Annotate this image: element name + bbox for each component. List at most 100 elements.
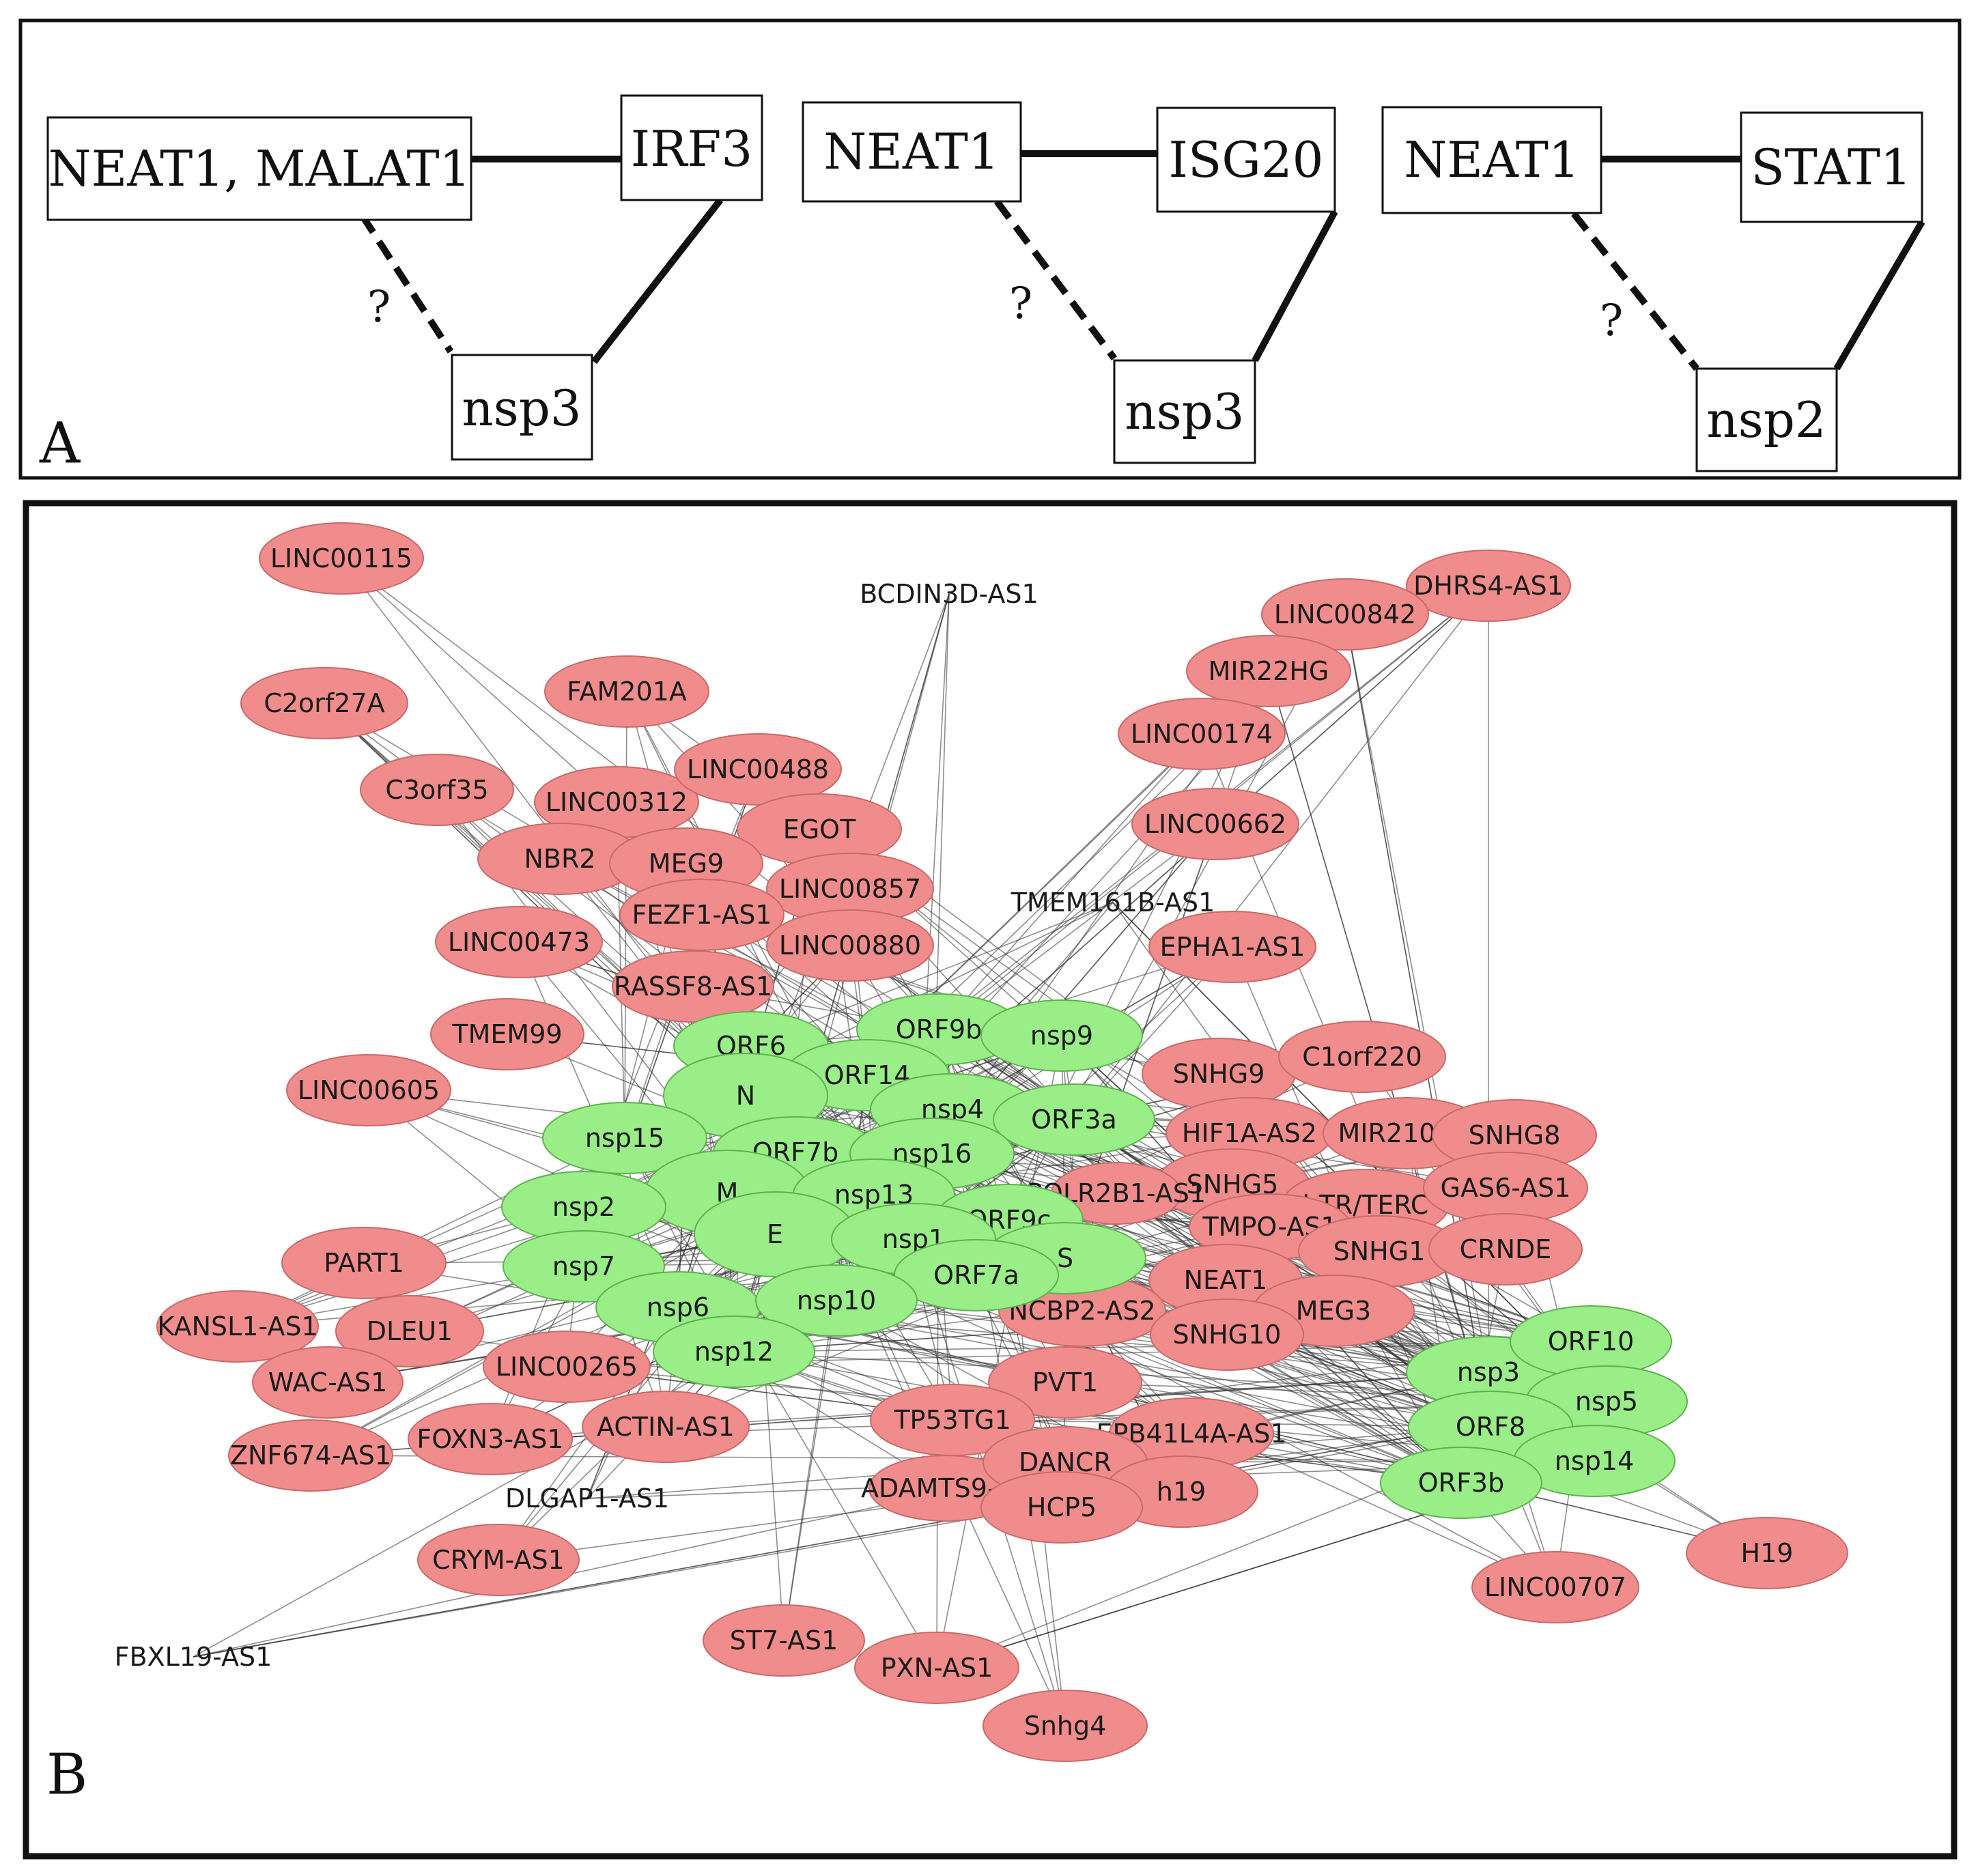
- node-label-snhg1: SNHG1: [1333, 1236, 1426, 1266]
- node-label-egot: EGOT: [783, 814, 856, 844]
- node-label-orf3b: ORF3b: [1418, 1468, 1504, 1498]
- node-shape-foxn3-as1: [408, 1403, 573, 1475]
- node-shape-linc00265: [483, 1331, 651, 1403]
- node-linc00473: LINC00473: [435, 906, 603, 978]
- node-orf7a: ORF7a: [894, 1239, 1059, 1311]
- node-shape-znf674-as1: [228, 1419, 393, 1492]
- node-crym-as1: CRYM-AS1: [417, 1524, 580, 1596]
- node-shape-rassf8-as1: [612, 950, 774, 1023]
- edge-linc00842-orf8: [1344, 614, 1491, 1427]
- lnc-label-3: NEAT1: [1404, 131, 1579, 188]
- node-h19: h19: [1104, 1455, 1258, 1528]
- node-shape-snhg10: [1150, 1298, 1304, 1371]
- node-shape-h19: [1686, 1517, 1848, 1589]
- node-label-hcp5: HCP5: [1027, 1492, 1097, 1522]
- node-shape-st7-as1: [703, 1604, 865, 1677]
- node-shape-actin-as1: [582, 1391, 750, 1463]
- node-label-actin-as1: ACTIN-AS1: [597, 1412, 735, 1442]
- node-label-snhg10: SNHG10: [1173, 1320, 1282, 1350]
- node-label-nsp9: nsp9: [1030, 1021, 1093, 1051]
- edge-fbxl19-as1-nsp3: [193, 1372, 1489, 1658]
- node-shape-crnde: [1428, 1213, 1583, 1285]
- node-shape-linc00115: [259, 522, 424, 595]
- node-shape-pvt1: [988, 1346, 1142, 1419]
- panel-a: NEAT1, MALAT1 IRF3 nsp3 ? NEAT1 ISG20 ns…: [39, 94, 1925, 477]
- question-mark-2: ?: [1009, 279, 1032, 329]
- node-label-mir22hg: MIR22HG: [1209, 656, 1329, 686]
- node-linc00488: LINC00488: [674, 733, 842, 806]
- node-label-part1: PART1: [324, 1248, 404, 1278]
- viral-label-1: nsp3: [462, 380, 581, 437]
- node-shape-linc00473: [435, 906, 603, 978]
- edge-linc00174-orf9b: [938, 733, 1202, 1030]
- gene-label-2: ISG20: [1169, 131, 1324, 188]
- node-label-tp53tg1: TP53TG1: [893, 1405, 1011, 1435]
- node-label-h19: H19: [1741, 1538, 1794, 1568]
- node-label-e: E: [767, 1219, 783, 1249]
- node-linc00605: LINC00605: [286, 1054, 451, 1126]
- node-label-s: S: [1057, 1243, 1073, 1273]
- node-pvt1: PVT1: [988, 1346, 1142, 1419]
- node-shape-fam201a: [544, 655, 709, 728]
- node-mir22hg: MIR22HG: [1186, 635, 1351, 707]
- node-c3orf35: C3orf35: [360, 754, 514, 826]
- node-shape-dleu1: [335, 1295, 484, 1367]
- node-shape-linc00707: [1471, 1551, 1639, 1623]
- node-orf3a: ORF3a: [993, 1083, 1155, 1156]
- edge-fbxl19-as1-nsp5: [193, 1401, 1607, 1658]
- node-nsp10: nsp10: [755, 1264, 918, 1337]
- lnc-box-1: [46, 116, 472, 221]
- lnc-label-1: NEAT1, MALAT1: [48, 140, 471, 197]
- node-shape-nsp15: [542, 1102, 707, 1174]
- node-label-linc00605: LINC00605: [298, 1075, 440, 1105]
- node-nsp12: nsp12: [653, 1316, 815, 1388]
- lnc-label-2: NEAT1: [823, 123, 999, 180]
- node-label-nsp7: nsp7: [552, 1251, 615, 1281]
- node-linc00662: LINC00662: [1131, 788, 1299, 860]
- node-shape-snhg4: [983, 1690, 1148, 1762]
- edge-kansl1-as1-nsp15: [237, 1137, 625, 1327]
- node-linc00312: LINC00312: [534, 766, 699, 838]
- node-label-orf7a: ORF7a: [933, 1260, 1019, 1290]
- panel-b-label: B: [46, 1743, 87, 1808]
- node-label-meg9: MEG9: [649, 849, 724, 879]
- node-label-snhg8: SNHG8: [1469, 1120, 1561, 1150]
- gene-label-3: STAT1: [1751, 139, 1911, 196]
- viral-box-3: [1695, 367, 1838, 472]
- node-label-bcdin3d-as1: BCDIN3D-AS1: [860, 579, 1038, 609]
- node-shape-linc00880: [766, 909, 934, 982]
- node-tp53tg1: TP53TG1: [870, 1384, 1035, 1456]
- node-label-crnde: CRNDE: [1460, 1234, 1552, 1264]
- node-label-linc00473: LINC00473: [448, 927, 590, 957]
- node-h19: H19: [1686, 1517, 1848, 1589]
- node-label-linc00842: LINC00842: [1274, 599, 1416, 629]
- edge-tmem161b-as1-orf8: [1112, 902, 1491, 1427]
- node-gas6-as1: GAS6-AS1: [1423, 1152, 1588, 1224]
- node-shape-nsp9: [980, 999, 1143, 1072]
- node-label-kansl1-as1: KANSL1-AS1: [157, 1311, 317, 1341]
- diagram-3: NEAT1 STAT1 nsp2 ?: [1381, 106, 1925, 472]
- node-label-linc00265: LINC00265: [496, 1352, 638, 1382]
- viral-label-3: nsp2: [1706, 391, 1826, 449]
- gene-box-2: [1156, 106, 1336, 213]
- node-label-nsp15: nsp15: [585, 1123, 664, 1153]
- node-label-wac-as1: WAC-AS1: [268, 1367, 388, 1397]
- node-label-meg3: MEG3: [1296, 1296, 1371, 1326]
- node-dleu1: DLEU1: [335, 1295, 484, 1367]
- node-wac-as1: WAC-AS1: [252, 1346, 404, 1419]
- node-label-nsp6: nsp6: [647, 1292, 709, 1322]
- node-shape-orf3a: [993, 1083, 1155, 1156]
- node-shape-c1orf220: [1278, 1021, 1446, 1093]
- lnc-box-3: [1381, 106, 1602, 214]
- node-shape-c2orf27a: [240, 667, 408, 739]
- node-label-linc00312: LINC00312: [546, 787, 688, 817]
- edge-dhrs4-as1-orf3a: [1073, 585, 1489, 1120]
- node-linc00880: LINC00880: [766, 909, 934, 982]
- panel-a-label: A: [39, 412, 81, 477]
- node-label-dlgap1-as1: DLGAP1-AS1: [505, 1483, 669, 1513]
- node-label-linc00488: LINC00488: [687, 754, 829, 784]
- node-shape-linc00488: [674, 733, 842, 806]
- node-label-nsp14: nsp14: [1555, 1446, 1634, 1476]
